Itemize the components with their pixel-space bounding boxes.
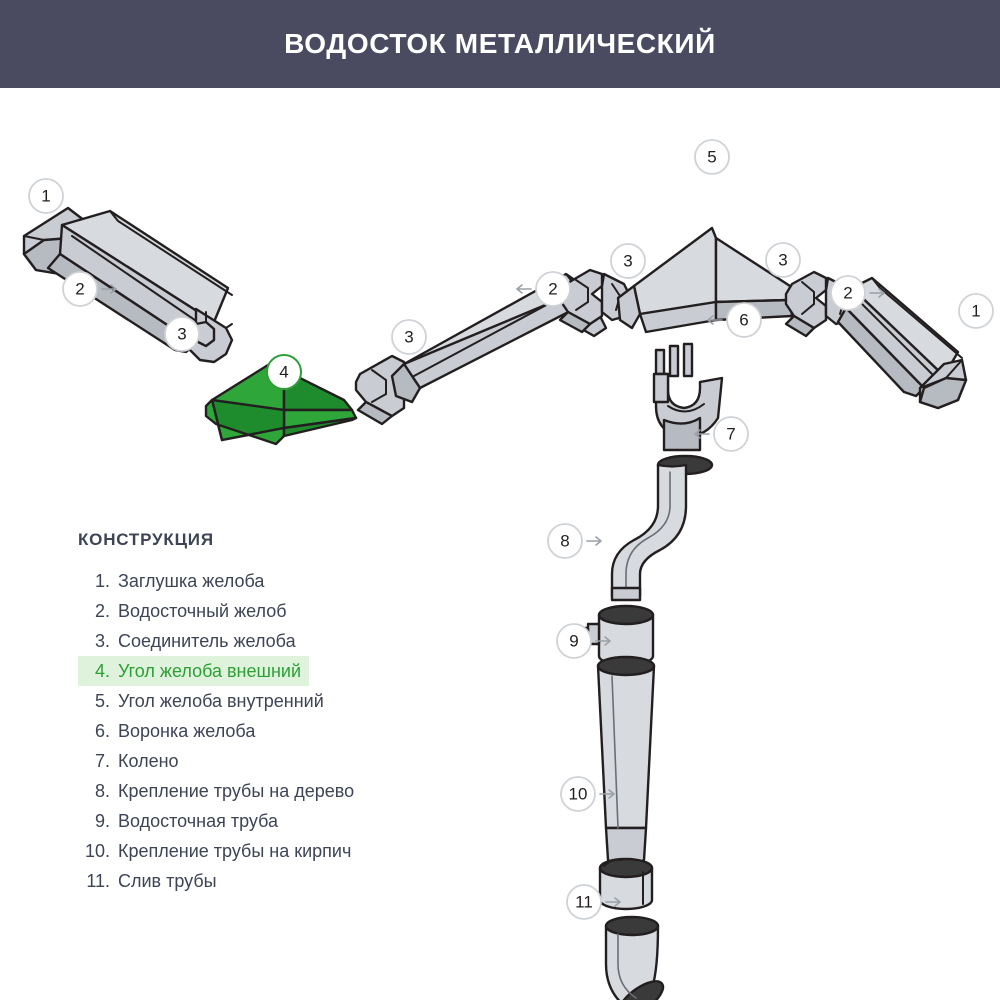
callout-9-pipe[interactable]: 9 bbox=[556, 623, 611, 659]
page-header: ВОДОСТОК МЕТАЛЛИЧЕСКИЙ bbox=[0, 0, 1000, 88]
svg-text:3: 3 bbox=[778, 251, 787, 270]
legend-item-10[interactable]: 10. Крепление трубы на кирпич bbox=[78, 836, 478, 866]
legend-item-number: 5. bbox=[94, 691, 110, 711]
legend-item-label: Колено bbox=[118, 751, 179, 771]
svg-text:2: 2 bbox=[548, 280, 557, 299]
svg-text:3: 3 bbox=[177, 325, 186, 344]
callout-1-right[interactable]: 1 bbox=[958, 293, 994, 329]
part-connector-mid-left bbox=[354, 354, 406, 426]
callout-2-left[interactable]: 2 bbox=[62, 271, 117, 307]
part-elbow bbox=[610, 454, 714, 602]
svg-text:1: 1 bbox=[971, 302, 980, 321]
svg-text:6: 6 bbox=[739, 311, 748, 330]
svg-text:8: 8 bbox=[560, 532, 569, 551]
svg-text:4: 4 bbox=[279, 363, 288, 382]
callout-8-clamp[interactable]: 8 bbox=[547, 523, 602, 559]
callout-5-inner[interactable]: 5 bbox=[694, 139, 730, 175]
callout-3-a[interactable]: 3 bbox=[164, 316, 200, 352]
callout-3-d[interactable]: 3 bbox=[765, 242, 801, 278]
legend-item-label: Угол желоба внутренний bbox=[118, 691, 324, 711]
legend-item-number: 7. bbox=[94, 751, 110, 771]
legend-item-8[interactable]: 8. Крепление трубы на дерево bbox=[78, 776, 478, 806]
legend-item-number: 4. bbox=[94, 661, 110, 681]
svg-text:3: 3 bbox=[623, 252, 632, 271]
part-connector-left bbox=[186, 307, 234, 364]
diagram-svg: .mt { fill:#c9ccd2; stroke:#231f20; stro… bbox=[22, 139, 994, 1000]
part-corner-outer bbox=[204, 358, 358, 446]
legend-heading: КОНСТРУКЦИЯ bbox=[78, 530, 214, 549]
callout-11-drain[interactable]: 11 bbox=[566, 884, 621, 920]
part-connector-mid-right bbox=[558, 268, 634, 334]
legend-item-3[interactable]: 3. Соединитель желоба bbox=[78, 626, 478, 656]
legend-item-number: 10. bbox=[84, 841, 110, 861]
part-funnel bbox=[652, 342, 724, 452]
callout-6-funnel[interactable]: 6 bbox=[707, 302, 762, 338]
callout-7-elbow[interactable]: 7 bbox=[694, 416, 749, 452]
svg-text:5: 5 bbox=[707, 148, 716, 167]
legend-item-11[interactable]: 11. Слив трубы bbox=[78, 866, 478, 896]
callout-10-clamp[interactable]: 10 bbox=[560, 776, 615, 812]
part-clamp-brick bbox=[598, 857, 654, 911]
legend-item-number: 8. bbox=[94, 781, 110, 801]
construction-legend: КОНСТРУКЦИЯ 1. Заглушка желоба 2. Водосточн… bbox=[78, 530, 478, 896]
callout-2-right[interactable]: 2 bbox=[830, 275, 885, 311]
legend-list: 1. Заглушка желоба 2. Водосточный желоб 3. Со… bbox=[78, 566, 478, 896]
legend-item-number: 3. bbox=[94, 631, 110, 651]
svg-text:2: 2 bbox=[75, 280, 84, 299]
svg-text:11: 11 bbox=[575, 893, 593, 912]
legend-item-2[interactable]: 2. Водосточный желоб bbox=[78, 596, 478, 626]
callout-3-b[interactable]: 3 bbox=[391, 319, 427, 355]
svg-text:10: 10 bbox=[569, 785, 588, 804]
legend-item-number: 2. bbox=[94, 601, 110, 621]
legend-item-5[interactable]: 5. Угол желоба внутренний bbox=[78, 686, 478, 716]
legend-item-label: Слив трубы bbox=[118, 871, 217, 891]
legend-item-7[interactable]: 7. Колено bbox=[78, 746, 478, 776]
callout-1-left[interactable]: 1 bbox=[28, 178, 64, 214]
gutter-system-diagram: .mt { fill:#c9ccd2; stroke:#231f20; stro… bbox=[0, 88, 1000, 1000]
callout-2-mid[interactable]: 2 bbox=[516, 271, 571, 307]
legend-item-9[interactable]: 9. Водосточная труба bbox=[78, 806, 478, 836]
legend-item-label: Угол желоба внешний bbox=[118, 661, 301, 681]
legend-item-number: 9. bbox=[94, 811, 110, 831]
legend-item-number: 11. bbox=[86, 871, 110, 891]
legend-item-label: Водосточная труба bbox=[118, 811, 279, 831]
svg-text:7: 7 bbox=[726, 425, 735, 444]
part-downpipe bbox=[596, 655, 656, 866]
svg-text:2: 2 bbox=[843, 284, 852, 303]
callout-3-c[interactable]: 3 bbox=[610, 243, 646, 279]
legend-item-label: Соединитель желоба bbox=[118, 631, 296, 651]
svg-text:1: 1 bbox=[41, 187, 50, 206]
part-drain-outlet bbox=[604, 915, 665, 1000]
callout-4-corner[interactable]: 4 bbox=[266, 354, 302, 390]
part-corner-inner bbox=[616, 226, 794, 334]
legend-item-4[interactable]: 4. Угол желоба внешний bbox=[78, 656, 309, 686]
legend-item-number: 1. bbox=[94, 571, 110, 591]
legend-item-number: 6. bbox=[94, 721, 110, 741]
legend-item-1[interactable]: 1. Заглушка желоба bbox=[78, 566, 478, 596]
svg-text:9: 9 bbox=[569, 632, 578, 651]
legend-item-label: Заглушка желоба bbox=[118, 571, 265, 591]
legend-item-label: Крепление трубы на дерево bbox=[118, 781, 355, 801]
legend-item-6[interactable]: 6. Воронка желоба bbox=[78, 716, 478, 746]
svg-text:3: 3 bbox=[404, 328, 413, 347]
legend-item-label: Воронка желоба bbox=[118, 721, 256, 741]
part-endcap-right bbox=[918, 358, 968, 410]
page-title: ВОДОСТОК МЕТАЛЛИЧЕСКИЙ bbox=[284, 28, 716, 59]
legend-item-label: Водосточный желоб bbox=[118, 601, 287, 621]
legend-item-label: Крепление трубы на кирпич bbox=[118, 841, 352, 861]
